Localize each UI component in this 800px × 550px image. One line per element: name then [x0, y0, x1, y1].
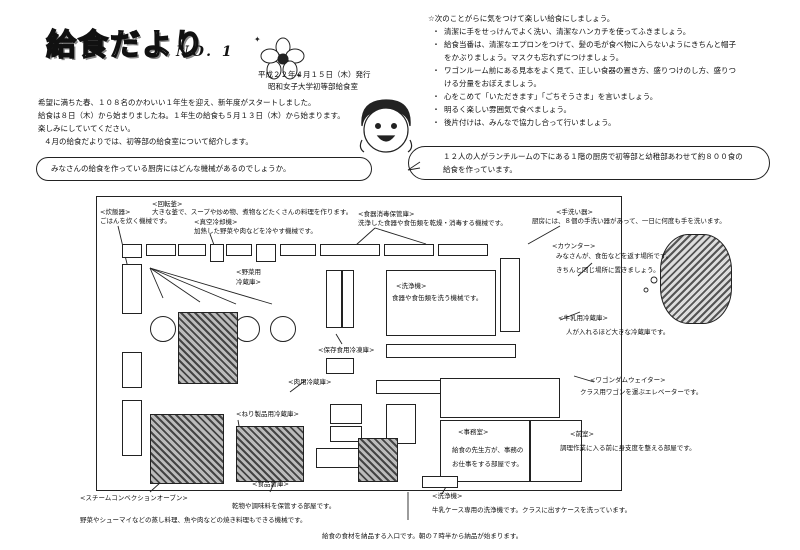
label-delivery: 給食の食材を納品する入口です。朝の７時半から納品が始まります。: [322, 532, 523, 540]
rotary-pot: [150, 316, 176, 342]
rotary-pot: [270, 316, 296, 342]
photo-rotary-pot: [178, 312, 238, 384]
plan-equipment: [438, 244, 488, 256]
label-counter-title: <カウンター>: [552, 242, 596, 250]
label-vacuum-cooler-title: <真空冷却機>: [194, 218, 238, 226]
label-wagon-elevator-title: <ワゴンダムウェイター>: [590, 376, 666, 384]
plan-equipment: [122, 400, 142, 456]
plan-equipment: [384, 244, 434, 256]
plan-equipment: [326, 358, 354, 374]
washer-area: [386, 270, 496, 336]
girl-illustration: [359, 99, 413, 153]
plan-equipment: [256, 244, 276, 262]
label-meat-fridge: <肉用冷蔵庫>: [288, 378, 332, 386]
list-item: ・心をこめて「いただきます」「ごちそうさま」を言いましょう。: [432, 92, 658, 101]
intro-line: 給食は８日（木）から始まりましたね。１年生の給食も５月１３日（木）から始まります…: [38, 111, 345, 120]
photo-counter-thought-bubble: [660, 234, 732, 324]
label-steam-oven-desc: 野菜やシューマイなどの蒸し料理、魚や肉などの焼き料理もできる機械です。: [80, 516, 307, 524]
plan-equipment: [326, 270, 342, 328]
label-front-room-title: <前室>: [570, 430, 594, 438]
issue-date: 平成２２年４月１５日（木）発行: [258, 70, 371, 79]
plan-equipment: [330, 404, 362, 424]
label-milk-fridge-title: <牛乳用冷蔵庫>: [558, 314, 608, 322]
label-office-line: お仕事をする部屋です。: [452, 460, 523, 468]
label-case-washer-desc: 牛乳ケース専用の洗浄機です。クラスに出すケースを洗っています。: [432, 506, 632, 514]
label-storage-fridge: <保存食用冷凍庫>: [318, 346, 375, 354]
label-milk-fridge-desc: 人が入れるほど大きな冷蔵庫です。: [566, 328, 670, 336]
list-item: をかぶりましょう。マスクも忘れずにつけましょう。: [444, 53, 624, 62]
list-item: ・明るく楽しい雰囲気で食べましょう。: [432, 105, 572, 114]
list-item: ・ワゴンルーム前にある見本をよく見て、正しい食器の置き方、盛りつけのし方、盛りつ: [432, 66, 737, 75]
plan-equipment: [320, 244, 380, 256]
flower-icon: [260, 37, 305, 80]
label-dryer-desc: 洗浄した食器や食缶類を乾燥・消毒する機械です。: [358, 219, 507, 227]
plan-equipment: [210, 244, 224, 262]
label-office-line: 給食の先生方が、事務の: [452, 446, 524, 454]
intro-line: 楽しみにしていてください。: [38, 124, 135, 133]
plan-equipment: [330, 426, 362, 442]
plan-equipment: [146, 244, 176, 256]
elevator-room: [440, 378, 560, 418]
plan-equipment: [122, 244, 142, 258]
plan-equipment: [122, 352, 142, 388]
rules-heading: ☆次のことがらに気をつけて楽しい給食にしましょう。: [428, 14, 615, 23]
intro-line: ４月の給食だよりでは、初等部の給食室について紹介します。: [44, 137, 253, 146]
label-hand-wash-desc: 厨房には、８個の手洗い器があって、一日に何度も手を洗います。: [532, 217, 726, 225]
list-item: ・給食当番は、清潔なエプロンをつけて、髪の毛が食べ物に入らないようにきちんと帽子: [432, 40, 736, 49]
plan-equipment: [122, 264, 142, 314]
label-fridge-veg-title2: 冷蔵庫>: [236, 278, 261, 286]
photo-staff-cooking: [150, 414, 224, 484]
label-pantry-desc: 乾物や調味料を保管する部屋です。: [232, 502, 336, 510]
label-rice-cooker-title: <炊飯器>: [100, 208, 131, 216]
label-office-title: <事務室>: [458, 428, 489, 436]
newsletter-title: 給食だより: [45, 27, 206, 63]
label-case-washer-title: <洗浄機>: [432, 492, 463, 500]
rules-list: ☆次のことがらに気をつけて楽しい給食にしましょう。 ・清潔に手をせっけんでよく洗…: [428, 12, 736, 129]
label-vacuum-cooler-desc: 加熱した野菜や肉などを冷やす機械です。: [194, 227, 317, 235]
label-front-room-desc: 調理作業に入る前に身支度を整える部屋です。: [560, 444, 696, 452]
label-fridge-veg-title: <野菜用: [236, 268, 261, 276]
photo-staff-preparing: [236, 426, 304, 482]
label-washer-desc: 食器や食缶類を洗う機械です。: [392, 294, 483, 302]
issue-number: NO. 1: [176, 44, 235, 60]
plan-equipment: [226, 244, 252, 256]
plan-equipment: [500, 258, 520, 332]
label-dryer-title: <食器消毒保管庫>: [358, 210, 415, 218]
label-washer-title: <洗浄機>: [396, 282, 427, 290]
label-rice-cooker-desc: ごはんを炊く機械です。: [100, 217, 171, 225]
intro-paragraph: 希望に満ちた春、１０８名のかわいい１年生を迎え、新年度がスタートしました。 給食…: [38, 96, 345, 148]
label-hand-wash-title: <手洗い器>: [556, 208, 593, 216]
label-counter-line: きちんと同じ場所に置きましょう。: [556, 266, 660, 274]
label-steam-oven-title: <スチームコンベクションオーブン>: [80, 494, 188, 502]
plan-equipment: [342, 270, 354, 328]
intro-line: 希望に満ちた春、１０８名のかわいい１年生を迎え、新年度がスタートしました。: [38, 98, 316, 107]
plan-equipment: [386, 404, 416, 444]
plan-equipment: [422, 476, 458, 488]
list-item: ・清潔に手をせっけんでよく洗い、清潔なハンカチを使ってふきましょう。: [432, 27, 691, 36]
photo-cart: [358, 438, 398, 482]
label-counter-line: みなさんが、食缶などを返す場所です。: [556, 252, 673, 260]
kitchen-floor-plan: [96, 196, 622, 491]
publisher: 昭和女子大学初等部給食室: [268, 82, 358, 91]
label-pantry-title: <食品倉庫>: [252, 480, 289, 488]
plan-equipment: [280, 244, 316, 256]
plan-equipment: [178, 244, 206, 256]
front-room: [530, 420, 582, 482]
label-wagon-elevator-desc: クラス用ワゴンを運ぶエレベーターです。: [580, 388, 703, 396]
label-big-pot-title: <回転釜>: [152, 200, 183, 208]
plan-equipment: [386, 344, 516, 358]
list-item: ける分量をおぼえましょう。: [444, 79, 542, 88]
office-room: [440, 420, 530, 482]
label-big-pot-desc: 大きな釜で、スープや炒め物、煮物などたくさんの料理を作ります。: [152, 208, 353, 216]
list-item: ・後片付けは、みんなで協力し合って行いましょう。: [432, 118, 616, 127]
speech-bubble-question: みなさんの給食を作っている厨房にはどんな機械があるのでしょうか。: [36, 157, 372, 181]
speech-bubble-info: １２人の人がランチルームの下にある１階の厨房で初等部と幼稚部あわせて約８００食の…: [408, 146, 770, 180]
label-dairy-fridge: <ねり製品用冷蔵庫>: [236, 410, 299, 418]
